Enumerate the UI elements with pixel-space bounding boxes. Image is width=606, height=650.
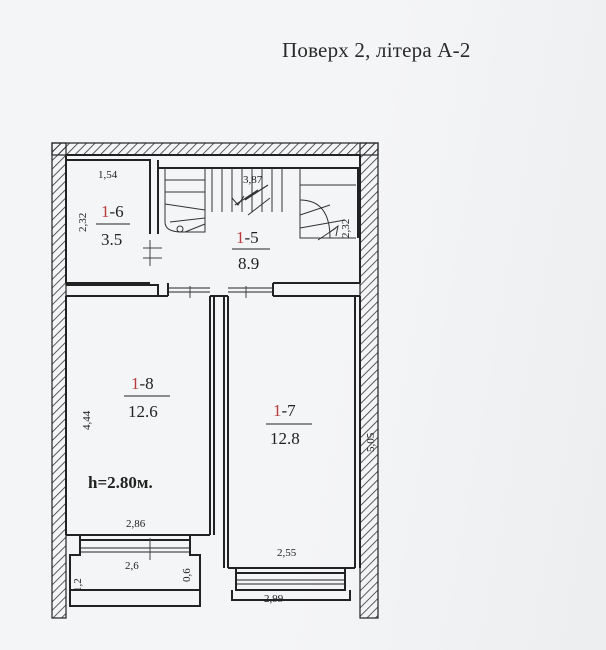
dimension-label: 2,55 [277,547,297,559]
dimension-label: 2,99 [264,593,284,605]
room-1-7-label: 1-7 12.8 [266,401,312,448]
dimension-label: 0,6 [181,568,193,582]
svg-text:12.8: 12.8 [270,429,300,448]
interior-walls [65,154,361,607]
dimension-label: 2,32 [340,219,352,238]
svg-text:8.9: 8.9 [238,254,259,273]
dimension-label: 1,2 [72,578,84,592]
dimension-label: 3,87 [243,174,263,186]
svg-text:1-5: 1-5 [236,228,259,247]
dimension-label: 4,44 [81,410,93,430]
dimension-label: 5,05 [365,432,377,452]
floor-title: Поверх 2, літера А-2 [282,38,471,62]
svg-text:1-7: 1-7 [273,401,296,420]
svg-text:1-6: 1-6 [101,202,124,221]
dimension-label: 2,6 [125,560,139,572]
room-1-5-label: 1-5 8.9 [232,228,270,273]
svg-text:3.5: 3.5 [101,230,122,249]
staircase [164,168,356,241]
svg-text:12.6: 12.6 [128,402,158,421]
ceiling-height-note: h=2.80м. [88,473,153,492]
windows [80,287,345,585]
dimension-label: 2,86 [126,518,146,530]
dimension-label: 1,54 [98,169,118,181]
room-1-8-label: 1-8 12.6 [124,374,170,421]
dimension-label: 2,32 [77,213,89,232]
door-marks [143,240,247,560]
room-1-6-label: 1-6 3.5 [96,202,130,249]
svg-text:1-8: 1-8 [131,374,154,393]
